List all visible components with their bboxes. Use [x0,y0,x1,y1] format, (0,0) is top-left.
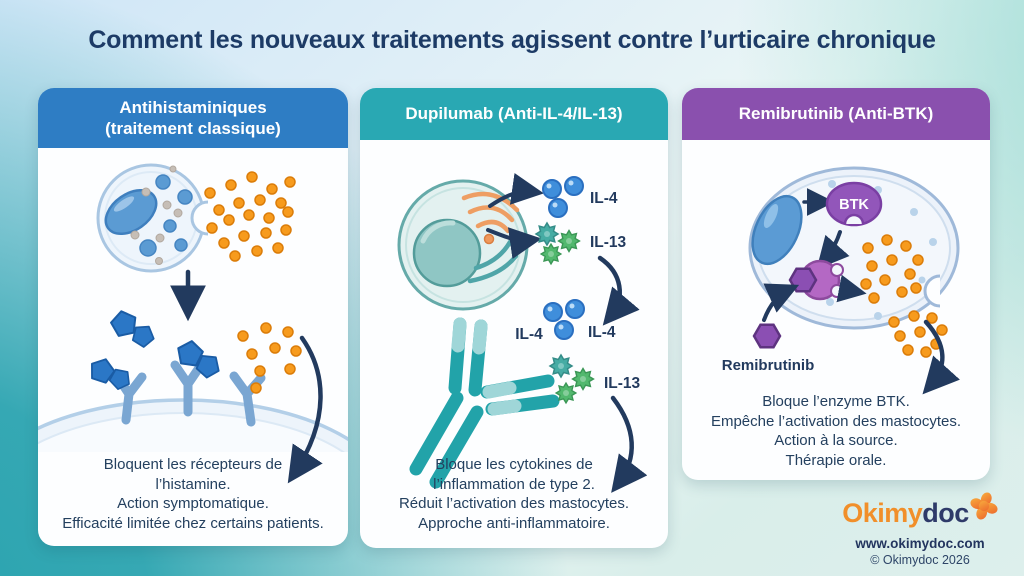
antihistamine-molecule-icons [86,307,226,392]
panel1-header: Antihistaminiques (traitement classique) [38,88,348,148]
remibrutinib-hexagon-icon [752,323,782,349]
granule-dots-outside [888,310,948,358]
panel1-description: Bloquent les récepteurs de l’histamine. … [62,456,324,532]
il4-label-mid-left: IL-4 [515,326,543,343]
page-title: Comment les nouveaux traitements agissen… [88,26,936,54]
swoosh-arrow-icon [287,335,323,484]
panel3-description: Bloque l’enzyme BTK. Empêche l’activatio… [710,393,962,469]
panel-antihistaminiques: Antihistaminiques (traitement classique) [38,88,348,546]
il13-label-mid: IL-13 [604,375,641,392]
swoosh-arrow-icon [610,395,648,493]
copyright-text: © Okimydoc 2026 [870,553,970,567]
curved-arrow-icon [597,255,640,326]
dupilumab-illustration: IL-4 IL-13 IL-4 [397,173,648,493]
mast-cell-icon [96,163,209,273]
panel3-header: Remibrutinib (Anti-BTK) [682,88,990,140]
cell-membrane-arc [38,398,348,452]
panel2-header: Dupilumab (Anti-IL-4/IL-13) [360,88,668,140]
antihistamine-illustration [38,163,348,484]
antibody-icon [409,317,560,489]
arrow-btk-receptor-icon [816,230,850,270]
il13-molecules-top [535,222,581,265]
medical-plus-icon [970,492,998,525]
il4-molecules-top [542,176,584,218]
arrow-receptor-dots-icon [836,274,867,303]
remibrutinib-illustration: BTK [722,166,960,395]
brand-text-secondary: doc [922,498,969,528]
th2-cell-icon [397,179,529,311]
granule-dots-inside [860,234,924,304]
il13-label-top: IL-13 [590,234,627,251]
membrane-notch [923,274,941,308]
nucleus-icon [751,194,803,266]
histamine-dots-lower [237,322,302,394]
btk-label: BTK [839,197,869,213]
il4-molecules-mid [543,299,585,340]
il4-label-top: IL-4 [590,190,618,207]
website-url: www.okimydoc.com [855,536,985,551]
il4-label-mid-right: IL-4 [588,324,616,341]
panel-remibrutinib: Remibrutinib (Anti-BTK) [682,88,990,480]
arrow-drug-entry-icon [762,283,800,322]
golgi-icon [461,191,520,234]
brand-footer: Okimydoc www.oki [828,492,1012,567]
swoosh-arrow-icon [922,319,960,395]
il13-molecules-mid [549,354,595,404]
arrow-il13-icon [486,227,542,259]
arrow-il4-icon [488,173,544,208]
histamine-dots [204,171,296,262]
panel-dupilumab: Dupilumab (Anti-IL-4/IL-13) [360,88,668,548]
remibrutinib-bound-hexagon-icon [788,267,818,293]
brand-text-primary: Okimy [842,498,923,528]
brand-logo: Okimydoc [828,492,1012,533]
btk-enzyme-icon: BTK [825,181,883,227]
remibrutinib-label: Remibrutinib [722,357,815,374]
panel2-description: Bloque les cytokines de l’inflammation d… [398,456,630,532]
